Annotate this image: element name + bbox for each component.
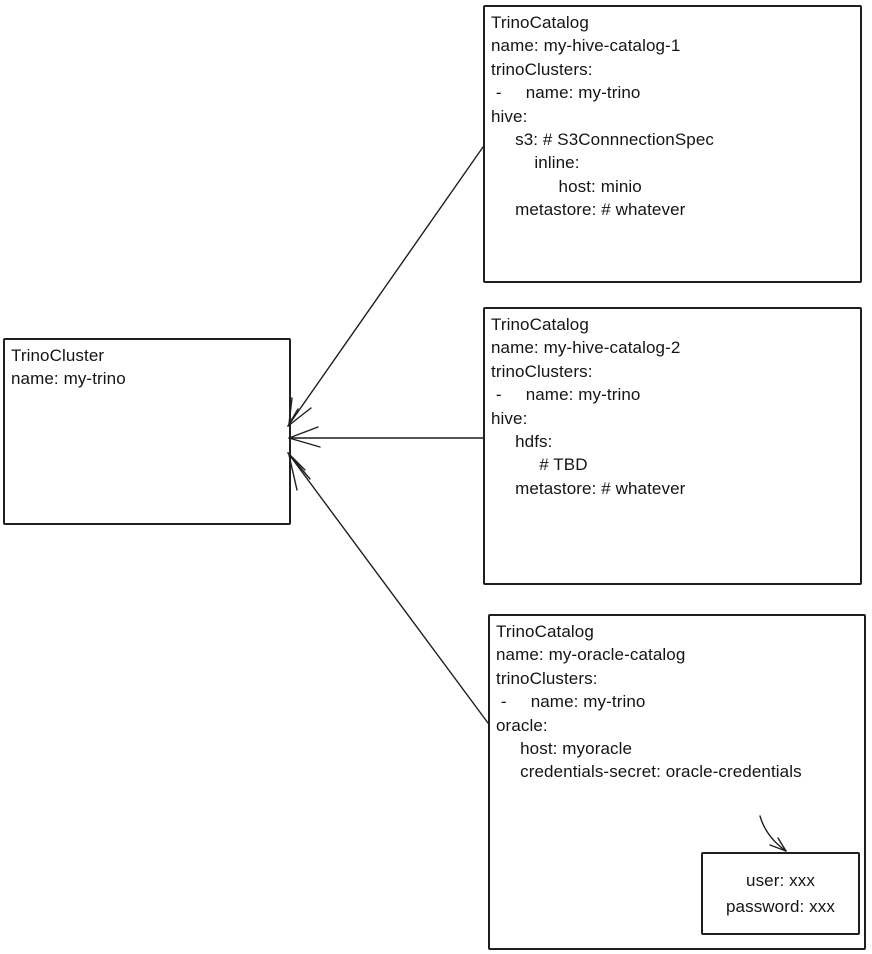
yaml-line: - name: my-trino [491,385,641,405]
secret-password-line: password: xxx [725,896,835,916]
node-title: TrinoCatalog [496,622,594,641]
yaml-line: name: my-hive-catalog-2 [491,338,681,358]
connector-catalog3-to-cluster [287,452,489,724]
connector-catalog1-to-cluster [287,146,484,427]
yaml-line: hdfs: [491,432,553,452]
yaml-line: metastore: # whatever [491,200,686,220]
yaml-line: host: myoracle [496,739,633,759]
arrowhead-icon [288,426,319,439]
yaml-line: # TBD [491,455,588,475]
yaml-line: credentials-secret: oracle-credentials [496,762,802,782]
yaml-line: hive: [491,408,528,428]
connector-catalog2-to-cluster [288,426,484,448]
node-title: TrinoCatalog [491,13,589,32]
yaml-line: host: minio [491,176,642,196]
yaml-line: name: my-hive-catalog-1 [491,36,681,56]
arrowhead-icon [287,452,311,480]
trino-catalog-2-node: TrinoCatalog name: my-hive-catalog-2 tri… [483,307,862,585]
trino-cluster-node: TrinoCluster name: my-trino [3,338,291,525]
secret-user-line: user: xxx [746,870,815,890]
trino-catalog-1-node: TrinoCatalog name: my-hive-catalog-1 tri… [483,5,862,283]
yaml-line: trinoClusters: [491,59,593,79]
arrowhead-icon [288,437,321,448]
yaml-line: s3: # S3ConnnectionSpec [491,130,714,150]
yaml-line: trinoClusters: [496,668,598,688]
yaml-line: name: my-trino [11,369,126,389]
oracle-credentials-secret-node: user: xxx password: xxx [701,852,860,935]
node-title: TrinoCluster [11,346,105,365]
yaml-line: oracle: [496,715,548,735]
yaml-line: metastore: # whatever [491,478,686,498]
node-title: TrinoCatalog [491,315,589,334]
arrowhead-icon [287,407,312,427]
yaml-line: hive: [491,106,528,126]
yaml-line: name: my-oracle-catalog [496,645,686,665]
yaml-line: - name: my-trino [491,83,641,103]
yaml-line: trinoClusters: [491,361,593,381]
yaml-line: inline: [491,153,580,173]
yaml-line: - name: my-trino [496,692,646,712]
